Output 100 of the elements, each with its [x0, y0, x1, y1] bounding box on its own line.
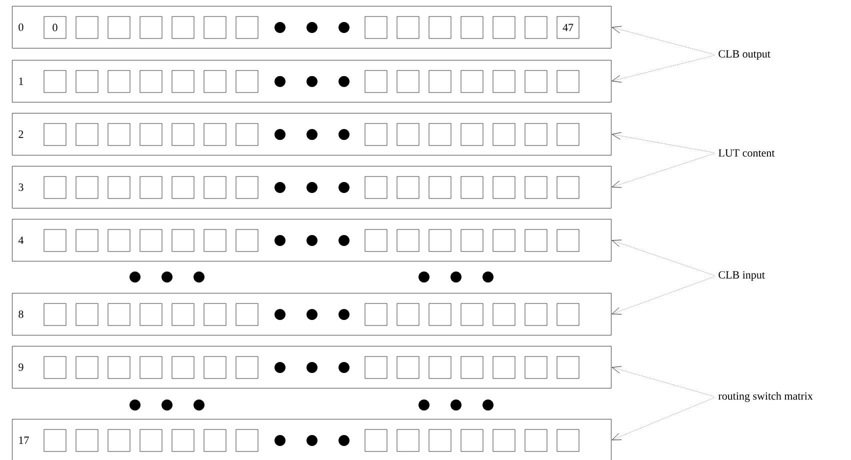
row-frame: 1: [12, 60, 612, 102]
bit-box: [204, 303, 226, 326]
bit-box: [76, 176, 98, 199]
bit-box: [396, 229, 420, 252]
callout-label: LUT content: [718, 149, 775, 157]
bit-box: [460, 429, 484, 452]
bit-box: [204, 70, 226, 93]
bit-box: [364, 70, 388, 93]
bit-box: [76, 70, 98, 93]
row-frame: 8: [12, 293, 612, 336]
bit-box: [236, 429, 258, 452]
bit-box: [108, 356, 130, 379]
leader-arrow: [612, 398, 714, 440]
bit-box: [44, 70, 66, 93]
bit-box: [492, 123, 516, 146]
bit-box: [396, 356, 420, 379]
bit-box: [428, 123, 452, 146]
row-frame: 17: [12, 419, 612, 460]
bit-box: [204, 229, 226, 252]
bit-box: [524, 229, 548, 252]
bit-box: [108, 176, 130, 199]
bit-box: [108, 16, 130, 39]
bit-box: [236, 70, 258, 93]
bit-box: [236, 229, 258, 252]
bit-box: [140, 16, 162, 39]
row-frame: 3: [12, 166, 612, 208]
bit-box: [524, 429, 548, 452]
bit-box: [556, 123, 580, 146]
bit-box: [364, 303, 388, 326]
bit-box: [140, 70, 162, 93]
bit-box: [76, 303, 98, 326]
bit-box: [204, 429, 226, 452]
bit-box: [108, 229, 130, 252]
bit-box: [172, 229, 194, 252]
bit-box: [236, 356, 258, 379]
bit-box: [76, 123, 98, 146]
bit-box: [396, 176, 420, 199]
bit-box: [428, 70, 452, 93]
bit-box: [524, 303, 548, 326]
bit-box: [140, 123, 162, 146]
bit-box: [108, 123, 130, 146]
bit-box: [236, 123, 258, 146]
callout-label: CLB output: [718, 50, 770, 60]
bit-box: [460, 123, 484, 146]
bit-box: [556, 429, 580, 452]
row-frame: 9: [12, 346, 612, 388]
bit-box: [428, 356, 452, 379]
bit-box: [428, 229, 452, 252]
bit-box: [364, 16, 388, 39]
bit-box: [44, 229, 66, 252]
bit-box: [44, 303, 66, 326]
bit-box: [428, 303, 452, 326]
bit-box: [524, 123, 548, 146]
bit-box: [492, 16, 516, 39]
bit-box: [172, 303, 194, 326]
bit-box: [556, 229, 580, 252]
bit-box: [140, 176, 162, 199]
leader-arrow: [612, 366, 714, 397]
bit-box: [172, 356, 194, 379]
bit-box: [76, 429, 98, 452]
leader-arrow: [612, 240, 714, 276]
bit-box: [396, 303, 420, 326]
bit-box: [204, 356, 226, 379]
leader-arrow: [612, 55, 714, 82]
bit-box: [396, 123, 420, 146]
bit-box: [140, 429, 162, 452]
bit-box: [364, 429, 388, 452]
bit-box: [204, 123, 226, 146]
bit-box: [108, 429, 130, 452]
bit-box: [396, 70, 420, 93]
bit-box: [44, 123, 66, 146]
bit-box: [428, 429, 452, 452]
callout-label: CLB input: [718, 271, 765, 281]
leader-arrow: [612, 26, 714, 55]
bit-box: [364, 176, 388, 199]
bit-box: [524, 16, 548, 39]
bit-box: [428, 16, 452, 39]
bit-box: [556, 176, 580, 199]
bit-box: [492, 176, 516, 199]
bit-box: [460, 303, 484, 326]
bit-box: [460, 356, 484, 379]
bit-box: [524, 176, 548, 199]
bit-box: [364, 229, 388, 252]
bit-box: [172, 176, 194, 199]
row-frame: 2: [12, 113, 612, 156]
bit-box: [44, 429, 66, 452]
bit-box: [140, 303, 162, 326]
bit-box: [76, 229, 98, 252]
bit-box: [204, 16, 226, 39]
bit-box: [108, 303, 130, 326]
bit-box: [204, 176, 226, 199]
bit-box: [236, 16, 258, 39]
bit-box: [460, 176, 484, 199]
bit-box: [524, 70, 548, 93]
bit-box: [460, 229, 484, 252]
bit-box: 0: [44, 16, 66, 39]
bit-box: [236, 303, 258, 326]
bit-box: [364, 356, 388, 379]
bit-box: [172, 16, 194, 39]
bit-box: [76, 356, 98, 379]
